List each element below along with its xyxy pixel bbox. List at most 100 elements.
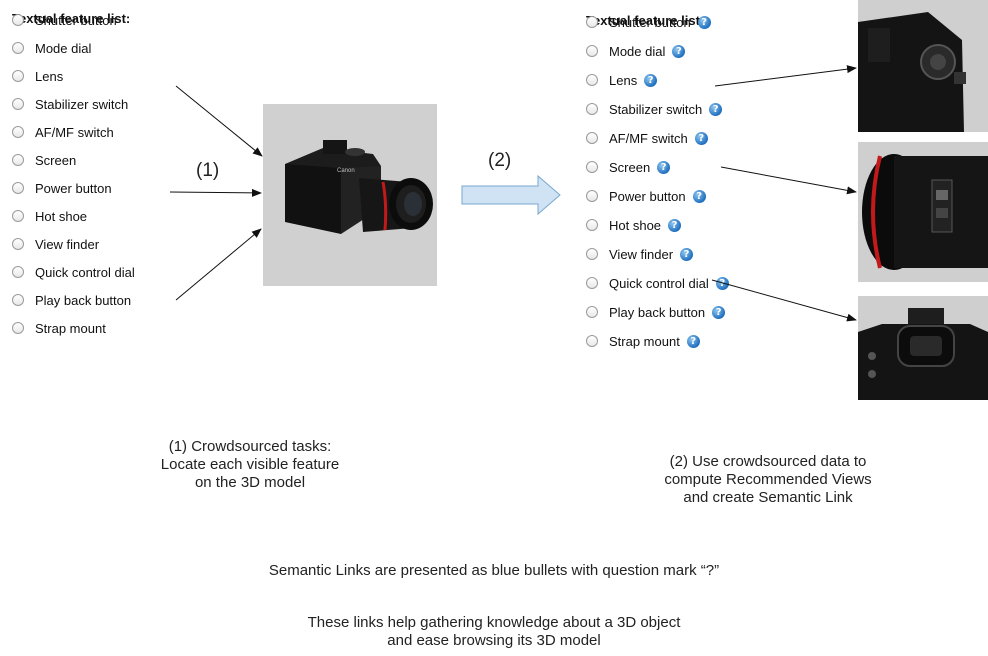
feature-item[interactable]: Power button?	[586, 186, 706, 206]
feature-label: AF/MF switch	[609, 130, 688, 146]
feature-radio[interactable]	[586, 103, 598, 115]
semantic-link-icon[interactable]: ?	[697, 15, 711, 29]
semantic-link-icon[interactable]: ?	[712, 305, 726, 319]
feature-label: Power button	[35, 180, 112, 196]
caption-line: and create Semantic Link	[683, 489, 853, 506]
feature-item[interactable]: Lens	[12, 66, 63, 86]
caption-line: and ease browsing its 3D model	[387, 632, 601, 649]
caption-recommended-views: (2) Use crowdsourced data to compute Rec…	[618, 453, 918, 507]
step-2-label: (2)	[488, 150, 512, 171]
semantic-link-icon[interactable]: ?	[686, 334, 700, 348]
feature-radio[interactable]	[12, 14, 24, 26]
feature-radio[interactable]	[586, 277, 598, 289]
feature-item[interactable]: Stabilizer switch	[12, 94, 128, 114]
semantic-link-icon[interactable]: ?	[692, 189, 706, 203]
caption-line: compute Recommended Views	[664, 471, 872, 488]
feature-radio[interactable]	[12, 42, 24, 54]
feature-item[interactable]: Quick control dial?	[586, 273, 729, 293]
caption-line: Locate each visible feature	[160, 456, 340, 473]
feature-radio[interactable]	[586, 335, 598, 347]
semantic-link-icon[interactable]: ?	[709, 102, 723, 116]
feature-item[interactable]: Play back button	[12, 290, 131, 310]
feature-item[interactable]: Strap mount?	[586, 331, 700, 351]
recommended-view-view-finder[interactable]	[858, 296, 988, 400]
semantic-link-icon[interactable]: ?	[715, 276, 729, 290]
semantic-link-icon[interactable]: ?	[672, 44, 686, 58]
feature-radio[interactable]	[586, 16, 598, 28]
recommended-view-mode-dial[interactable]	[858, 0, 988, 132]
feature-radio[interactable]	[586, 248, 598, 260]
feature-radio[interactable]	[12, 210, 24, 222]
feature-radio[interactable]	[12, 182, 24, 194]
feature-radio[interactable]	[586, 190, 598, 202]
caption-line: These links help gathering knowledge abo…	[307, 614, 681, 631]
feature-label: Shutter button	[35, 12, 117, 28]
caption-semantic-links: Semantic Links are presented as blue bul…	[268, 562, 720, 579]
feature-item[interactable]: Mode dial	[12, 38, 91, 58]
semantic-link-icon[interactable]: ?	[644, 73, 658, 87]
feature-item[interactable]: AF/MF switch	[12, 122, 114, 142]
feature-item[interactable]: Stabilizer switch?	[586, 99, 723, 119]
feature-item[interactable]: Screen?	[586, 157, 671, 177]
right-panel-title: Textual feature list:	[586, 13, 705, 28]
camera-model-view[interactable]: Canon	[263, 104, 437, 286]
feature-item[interactable]: Lens?	[586, 70, 658, 90]
feature-label: Hot shoe	[35, 208, 88, 224]
feature-radio[interactable]	[586, 132, 598, 144]
feature-item[interactable]: Quick control dial	[12, 262, 135, 282]
feature-item[interactable]: Power button	[12, 178, 112, 198]
feature-label: Stabilizer switch	[609, 101, 703, 117]
feature-radio[interactable]	[586, 219, 598, 231]
semantic-link-icon[interactable]: ?	[668, 218, 682, 232]
feature-label: Play back button	[609, 304, 706, 320]
caption-knowledge: These links help gathering knowledge abo…	[150, 614, 838, 650]
right-feature-panel: Textual feature list: Shutter button?Mod…	[586, 12, 806, 382]
feature-radio[interactable]	[12, 294, 24, 306]
camera-illustration: Canon	[285, 140, 433, 234]
feature-radio[interactable]	[12, 154, 24, 166]
recommended-view-af-mf-switch[interactable]	[858, 142, 988, 282]
feature-item[interactable]: Mode dial?	[586, 41, 686, 61]
feature-item[interactable]: Screen	[12, 150, 76, 170]
feature-radio[interactable]	[12, 70, 24, 82]
feature-item[interactable]: Shutter button?	[586, 12, 711, 32]
semantic-link-icon[interactable]: ?	[680, 247, 694, 261]
feature-radio[interactable]	[586, 74, 598, 86]
feature-radio[interactable]	[12, 98, 24, 110]
feature-item[interactable]: Hot shoe	[12, 206, 87, 226]
feature-item[interactable]: Hot shoe?	[586, 215, 682, 235]
feature-radio[interactable]	[586, 306, 598, 318]
feature-item[interactable]: Play back button?	[586, 302, 726, 322]
feature-item[interactable]: View finder?	[586, 244, 694, 264]
feature-item[interactable]: Shutter button	[12, 10, 117, 30]
feature-radio[interactable]	[12, 266, 24, 278]
feature-radio[interactable]	[12, 238, 24, 250]
feature-label: Power button	[609, 188, 686, 204]
feature-radio[interactable]	[586, 161, 598, 173]
feature-radio[interactable]	[586, 45, 598, 57]
caption-line: on the 3D model	[194, 474, 306, 491]
semantic-link-icon[interactable]: ?	[694, 131, 708, 145]
caption-line: (1) Crowdsourced tasks:	[168, 438, 332, 455]
feature-radio[interactable]	[12, 126, 24, 138]
caption-crowdsourced-tasks: (1) Crowdsourced tasks: Locate each visi…	[100, 438, 400, 492]
feature-radio[interactable]	[12, 322, 24, 334]
feature-label: Stabilizer switch	[35, 96, 129, 112]
feature-label: Lens	[609, 72, 638, 88]
semantic-link-icon[interactable]: ?	[657, 160, 671, 174]
feature-label: Shutter button	[609, 14, 691, 30]
step-2-block-arrow	[461, 174, 561, 216]
feature-label: Quick control dial	[609, 275, 709, 291]
feature-label: Mode dial	[609, 43, 666, 59]
view-finder-view	[858, 308, 988, 400]
feature-label: View finder	[609, 246, 674, 262]
feature-label: Screen	[609, 159, 651, 175]
af-mf-switch-view	[862, 154, 988, 270]
feature-item[interactable]: AF/MF switch?	[586, 128, 708, 148]
feature-item[interactable]: Strap mount	[12, 318, 106, 338]
mode-dial-view	[858, 12, 966, 132]
feature-label: Strap mount	[35, 320, 106, 336]
feature-item[interactable]: View finder	[12, 234, 99, 254]
caption-line: (2) Use crowdsourced data to	[669, 453, 867, 470]
